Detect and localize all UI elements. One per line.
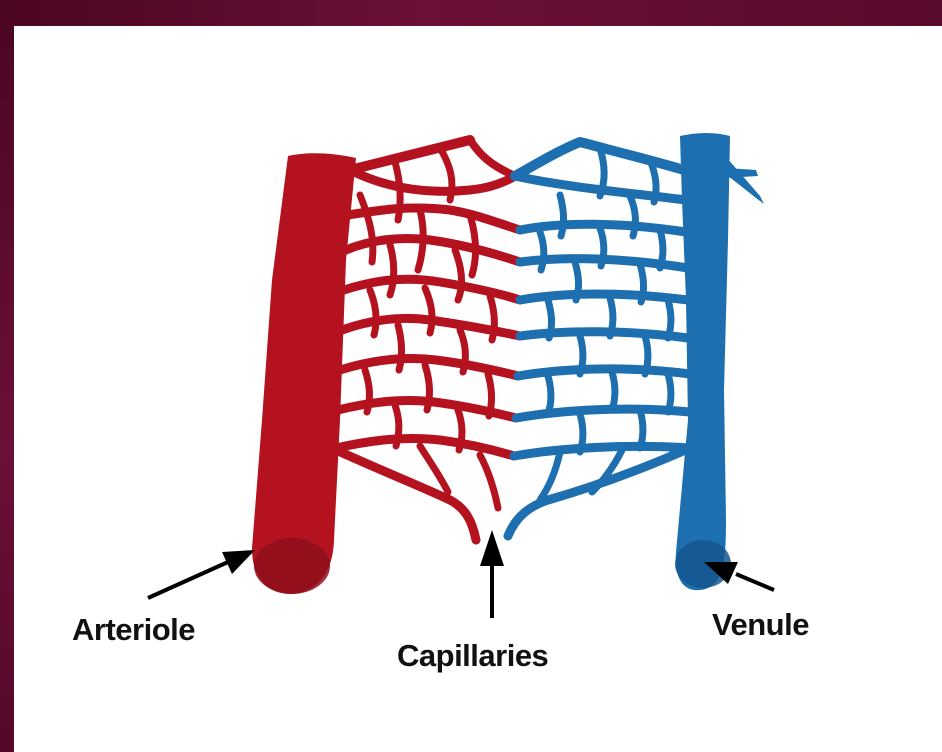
capillaries-arrow xyxy=(480,530,504,618)
capillaries-label: Capillaries xyxy=(397,638,548,674)
venule-label: Venule xyxy=(712,607,809,643)
arteriole-label: Arteriole xyxy=(72,612,195,648)
arteriole-arrow xyxy=(148,550,255,598)
capillary-network-venous xyxy=(508,142,690,536)
capillary-network-arterial xyxy=(336,140,520,540)
